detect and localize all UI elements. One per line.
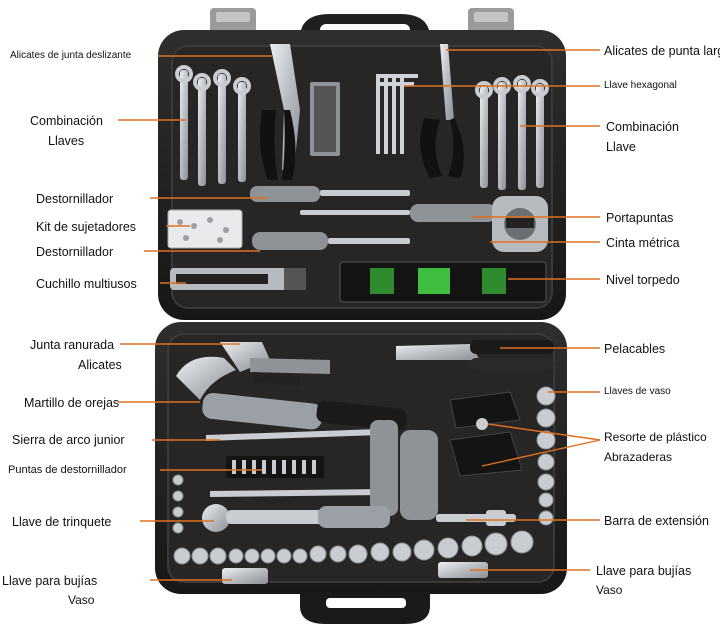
label-slip-joint-pliers: Alicates de junta deslizante xyxy=(10,50,132,61)
label-long-nose-pliers: Alicates de punta larga xyxy=(604,44,720,58)
label-ratchet-wrench: Llave de trinquete xyxy=(12,515,112,529)
label-combination-wrenches-right-1: Combinación xyxy=(606,120,679,134)
leader-line xyxy=(481,439,601,467)
label-fastener-kit: Kit de sujetadores xyxy=(36,220,137,234)
tape-measure-icon xyxy=(492,196,548,252)
hinge-right xyxy=(468,8,514,36)
label-spark-plug-right-2: Vaso xyxy=(596,583,623,597)
utility-knife-icon xyxy=(170,268,306,290)
label-plastic-spring-clamps-1: Resorte de plástico xyxy=(604,430,707,444)
label-socket-wrenches: Llaves de vaso xyxy=(604,386,671,397)
sockets-bottom-row xyxy=(173,530,534,565)
label-spark-plug-left-1: Llave para bujías xyxy=(2,574,98,588)
sockets-left-column xyxy=(172,474,184,534)
label-bit-holder: Portapuntas xyxy=(606,211,674,225)
label-groove-joint-pliers-2: Alicates xyxy=(78,358,122,372)
label-combination-wrenches-left-1: Combinación xyxy=(30,114,103,128)
label-spark-plug-right-1: Llave para bujías xyxy=(596,564,692,578)
fastener-kit-icon xyxy=(167,209,243,249)
leader-lines xyxy=(118,49,601,581)
wire-stripper-icon xyxy=(396,340,554,370)
long-nose-pliers-icon xyxy=(420,44,464,178)
label-wire-stripper: Pelacables xyxy=(604,342,666,356)
hinge-left xyxy=(210,8,256,36)
label-screwdriver-2: Destornillador xyxy=(36,245,114,259)
label-junior-hacksaw: Sierra de arco junior xyxy=(12,433,125,447)
torpedo-level-icon xyxy=(339,261,547,303)
label-groove-joint-pliers-1: Junta ranurada xyxy=(30,338,115,352)
ratchet-wrench-icon xyxy=(202,504,390,532)
claw-hammer-icon xyxy=(176,356,407,431)
screwdriver-2-icon xyxy=(252,232,410,250)
combination-wrenches-left xyxy=(175,65,251,186)
bit-driver-handle-icon xyxy=(400,430,438,520)
leader-line xyxy=(487,423,601,441)
label-plastic-spring-clamps-2: Abrazaderas xyxy=(604,450,673,464)
label-screwdriver-1: Destornillador xyxy=(36,192,114,206)
plastic-spring-clamps-icon xyxy=(449,391,523,477)
label-tape-measure: Cinta métrica xyxy=(606,236,680,250)
spark-plug-socket-right-icon xyxy=(438,562,488,578)
label-spark-plug-left-2: Vaso xyxy=(68,593,95,607)
hex-key-set-icon xyxy=(310,74,418,156)
spark-plug-socket-left-icon xyxy=(222,568,268,584)
combination-wrenches-right xyxy=(475,75,549,190)
label-combination-wrenches-left-2: Llaves xyxy=(48,134,85,148)
label-combination-wrenches-right-2: Llave xyxy=(606,140,636,154)
screwdriver-bits-icon xyxy=(226,456,324,478)
label-screwdriver-bits: Puntas de destornillador xyxy=(8,464,127,476)
label-utility-knife: Cuchillo multiusos xyxy=(36,277,137,291)
junior-hacksaw-icon xyxy=(205,420,398,516)
groove-joint-pliers-icon xyxy=(220,342,330,386)
label-claw-hammer: Martillo de orejas xyxy=(24,396,120,410)
slip-joint-pliers-icon xyxy=(260,44,300,180)
label-hex-key: Llave hexagonal xyxy=(604,80,677,91)
label-torpedo-level: Nivel torpedo xyxy=(606,273,680,287)
label-extension-bar: Barra de extensión xyxy=(604,514,709,528)
